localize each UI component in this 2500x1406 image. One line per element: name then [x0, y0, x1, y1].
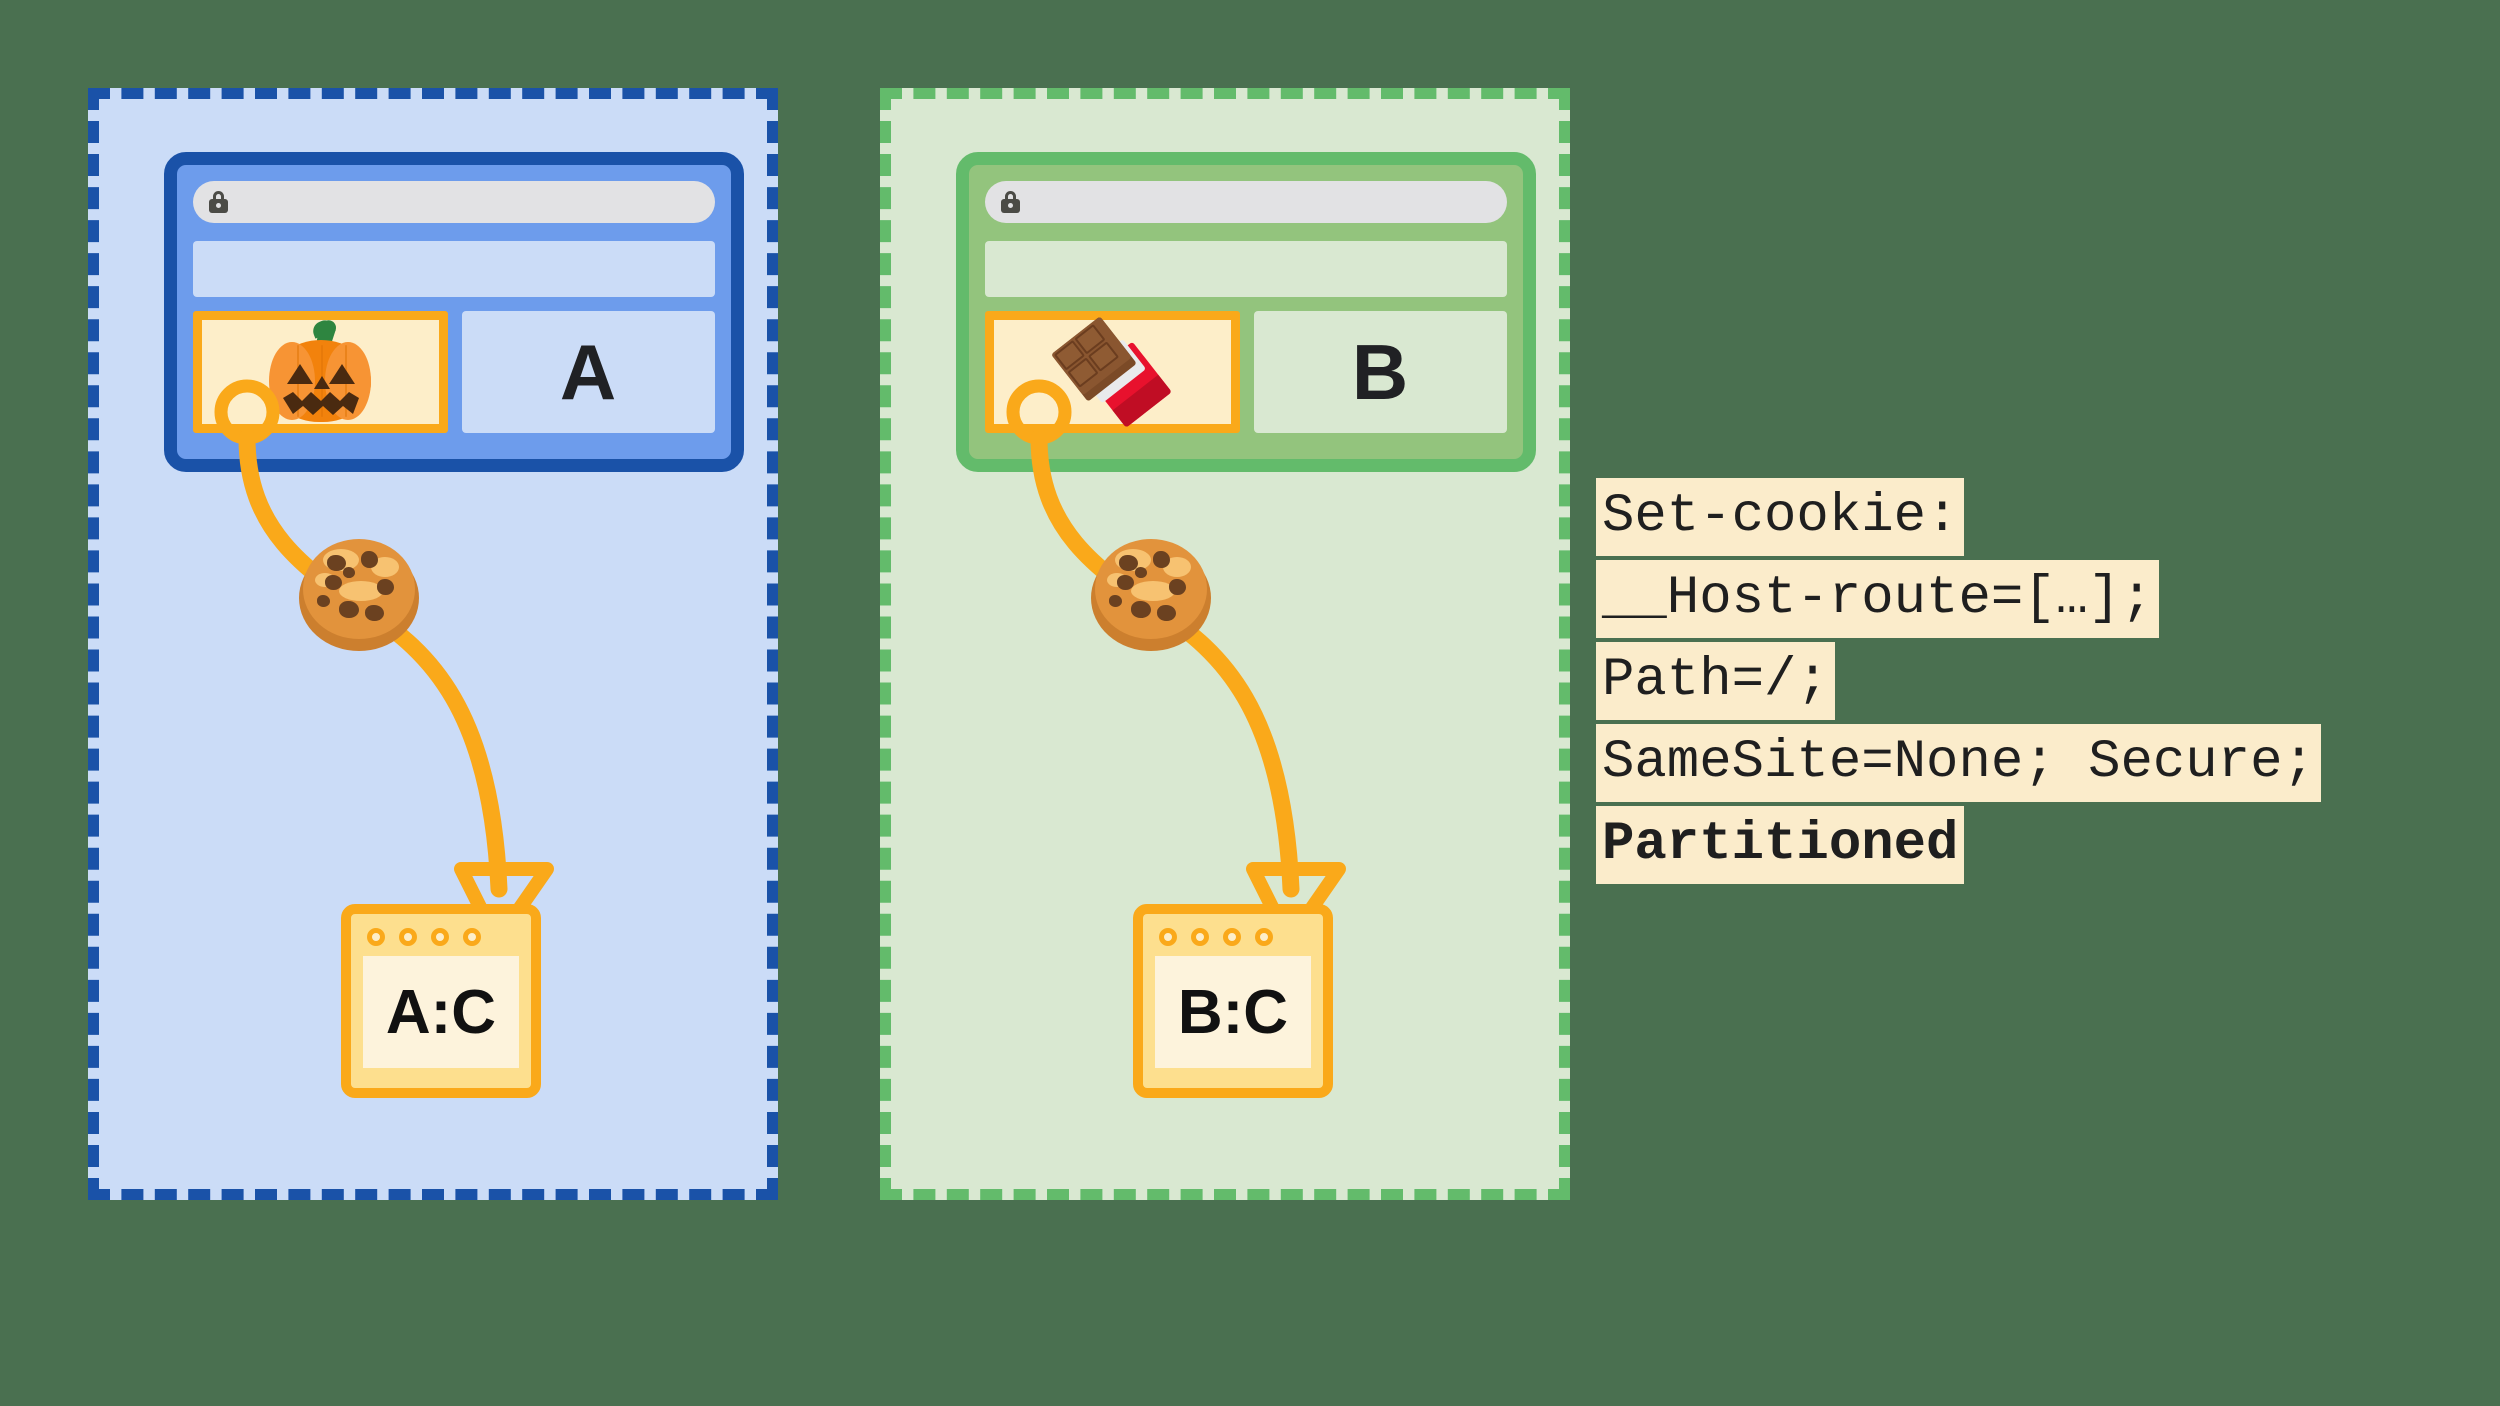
browser-window-b: B: [956, 152, 1536, 472]
storage-dot: [463, 928, 481, 946]
lock-icon: [209, 191, 228, 213]
header-line-0: Set-cookie:: [1596, 478, 1965, 556]
header-line-4: Partitioned: [1596, 806, 1965, 884]
url-bar-a[interactable]: [193, 181, 715, 223]
storage-label-a: A:C: [363, 956, 519, 1068]
storage-dots-b: [1155, 928, 1311, 946]
storage-dot: [1223, 928, 1241, 946]
cookie-icon: [299, 539, 419, 653]
storage-dot: [431, 928, 449, 946]
storage-dot: [1255, 928, 1273, 946]
page-content-strip-b: [985, 241, 1507, 297]
storage-dot: [1159, 928, 1177, 946]
pumpkin-icon: [267, 317, 375, 426]
page-content-row-a: A: [193, 311, 715, 433]
pumpkin-mouth-icon: [282, 392, 359, 415]
site-label-a: A: [462, 311, 715, 433]
partition-panel-b: B: [880, 88, 1570, 1200]
header-line-2: Path=/;: [1596, 642, 1835, 720]
page-content-row-b: B: [985, 311, 1507, 433]
set-cookie-header-block: Set-cookie: __Host-route=[…]; Path=/; Sa…: [1596, 478, 2456, 888]
browser-window-a: A: [164, 152, 744, 472]
storage-dots-a: [363, 928, 519, 946]
cookie-icon: [1091, 539, 1211, 653]
storage-dot: [399, 928, 417, 946]
embedded-iframe-b: [985, 311, 1240, 433]
lock-icon: [1001, 191, 1020, 213]
page-content-strip-a: [193, 241, 715, 297]
site-label-b: B: [1254, 311, 1507, 433]
header-line-3: SameSite=None; Secure;: [1596, 724, 2321, 802]
storage-dot: [367, 928, 385, 946]
partition-panel-a: A: [88, 88, 778, 1200]
storage-dot: [1191, 928, 1209, 946]
storage-label-b: B:C: [1155, 956, 1311, 1068]
url-bar-b[interactable]: [985, 181, 1507, 223]
storage-box-b: B:C: [1133, 904, 1333, 1098]
storage-box-a: A:C: [341, 904, 541, 1098]
chocolate-bar-icon: [1050, 316, 1172, 428]
embedded-iframe-a: [193, 311, 448, 433]
header-line-1: __Host-route=[…];: [1596, 560, 2159, 638]
